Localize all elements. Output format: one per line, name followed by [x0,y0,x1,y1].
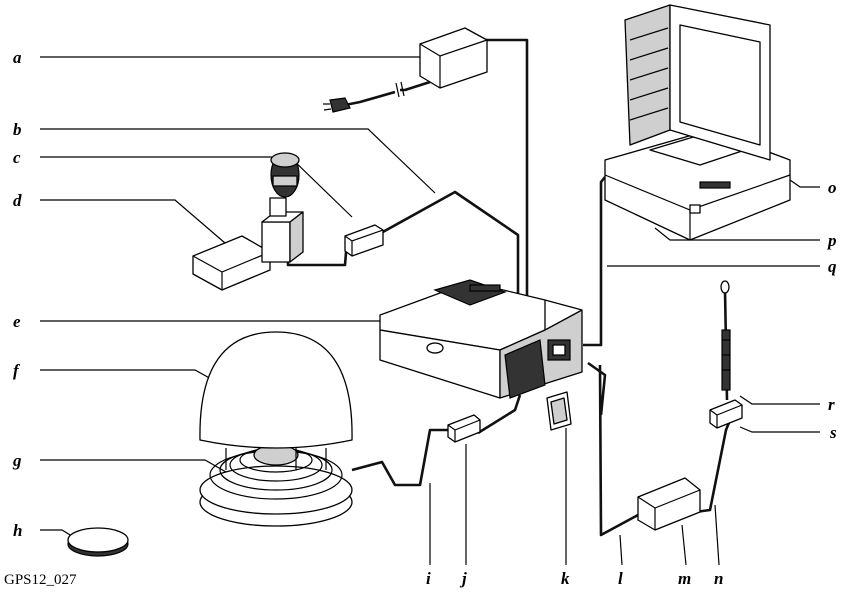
label-n: n [714,569,723,588]
mains-plug-icon [323,97,351,113]
radio-modem-box-s [709,399,743,429]
label-g: g [12,451,22,470]
power-supply-unit [323,27,488,113]
label-o: o [828,178,837,197]
label-j: j [459,569,467,588]
label-i: i [426,569,431,588]
label-q: q [828,257,837,276]
gps-receiver [379,279,583,399]
label-r: r [828,395,835,414]
label-d: d [13,191,22,210]
label-p: p [826,231,837,250]
memory-card [546,391,572,431]
item-labels: a b c d e f g h i j k l m n o p q r s GP… [4,48,837,588]
label-l: l [618,569,623,588]
sensor-on-mount [261,152,304,263]
antenna [199,331,353,527]
inline-box-j [447,414,481,443]
box-m [637,477,701,531]
label-f: f [13,361,21,380]
radio-antenna [720,280,731,401]
label-k: k [561,569,570,588]
label-s: s [829,423,837,442]
label-m: m [678,569,691,588]
figure-caption: GPS12_027 [4,572,77,588]
label-b: b [13,120,22,139]
label-c: c [13,148,21,167]
antenna-cap-disc [67,527,129,557]
label-a: a [13,48,22,67]
module-box-d [192,235,271,291]
leader-lines [40,56,820,566]
interface-box-c [344,224,384,257]
label-h: h [13,521,22,540]
computer [604,4,791,241]
label-e: e [13,312,21,331]
